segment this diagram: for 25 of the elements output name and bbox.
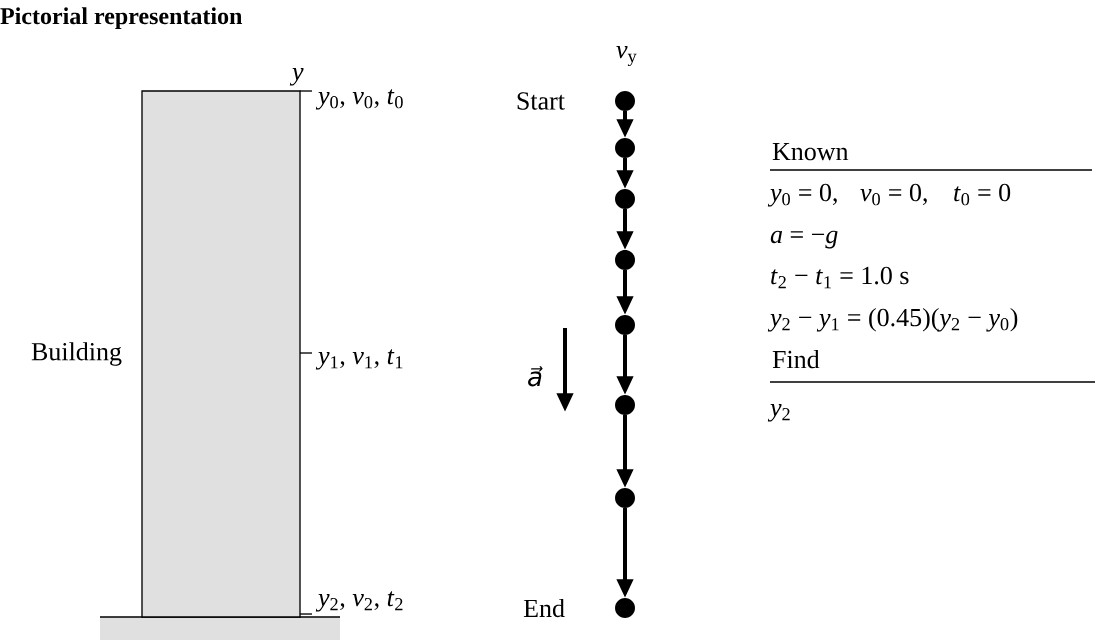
dot-label: Start xyxy=(517,92,565,110)
dot-label: End xyxy=(523,598,565,618)
position-dot xyxy=(615,598,635,618)
equation: y$_{0}$ = 0, xyxy=(767,183,837,207)
title: Pictorial representation xyxy=(0,7,243,30)
building-box xyxy=(31,90,301,618)
position-dot xyxy=(615,315,635,335)
position-dot xyxy=(615,138,635,158)
position-dot xyxy=(615,91,635,111)
equation: a = −g xyxy=(770,230,838,249)
position-dot xyxy=(615,189,635,209)
equation: t$_{2}$ − t$_{1}$ = 1.0 s xyxy=(771,266,909,289)
table-heading: Find xyxy=(772,350,820,369)
position-dot xyxy=(615,250,635,270)
axis-label: v$_{y}$ xyxy=(616,46,637,67)
equation: v$_{0}$ = 0, xyxy=(860,183,927,206)
equation: y$_{2}$ xyxy=(767,404,790,422)
equation: y$_{2}$ − y$_{1}$ = (0.45)(y$_{2}$ − y$_{0}$) xyxy=(767,308,1018,332)
position-dot xyxy=(615,395,635,415)
axis-label: y xyxy=(289,68,304,86)
building-label: Building xyxy=(31,342,122,366)
vector-label: a⃗ xyxy=(528,366,543,387)
position-dot xyxy=(615,488,635,508)
equation: t$_{0}$ = 0 xyxy=(954,183,1011,206)
table-heading: Known xyxy=(772,143,849,161)
